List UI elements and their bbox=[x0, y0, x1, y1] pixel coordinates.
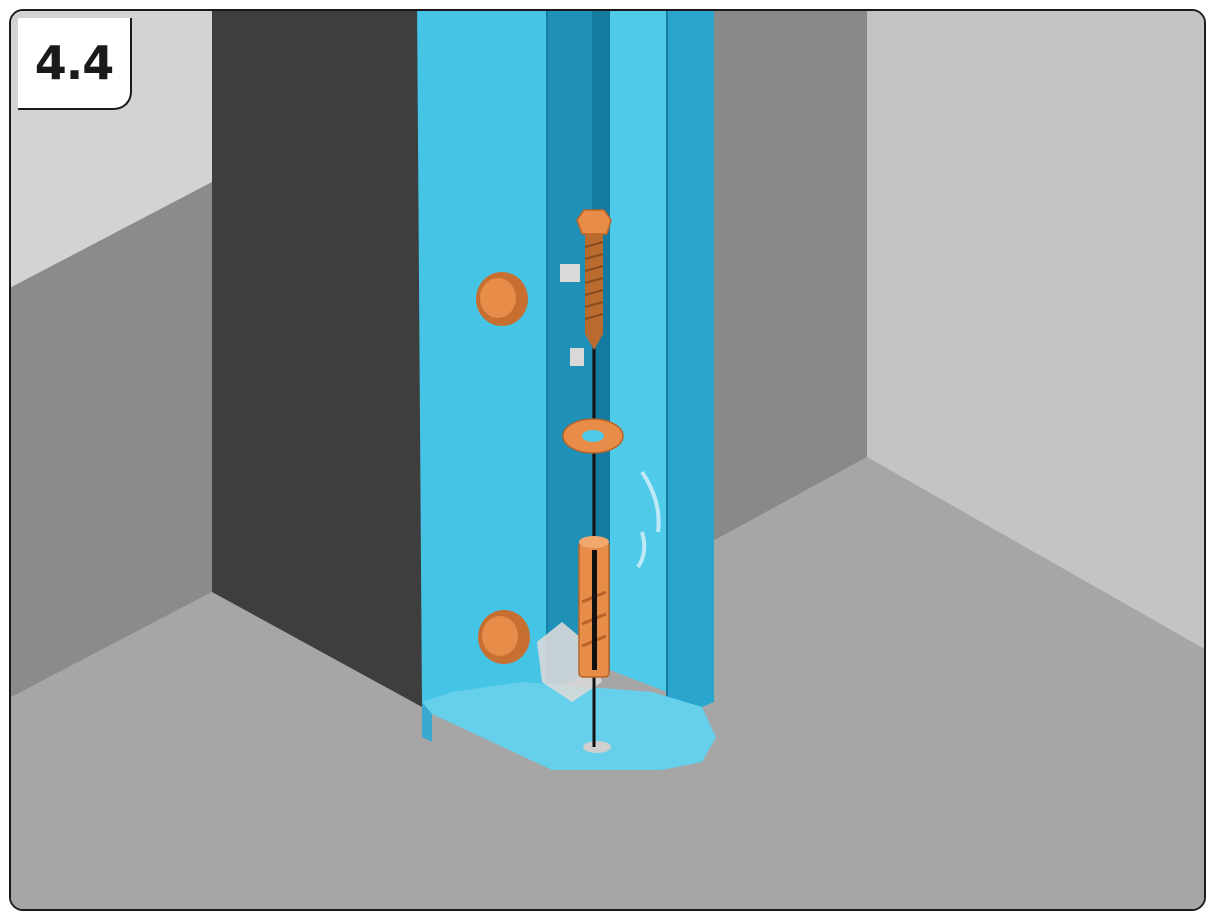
step-number: 4.4 bbox=[35, 36, 114, 90]
wall-plug-icon bbox=[579, 536, 609, 677]
step-number-badge: 4.4 bbox=[18, 18, 132, 110]
blue-steel-post-icon bbox=[417, 9, 714, 722]
washer-icon bbox=[563, 419, 623, 453]
assembly-illustration bbox=[9, 9, 1206, 911]
recess-wall bbox=[702, 9, 867, 547]
illustration-frame: 4.4 bbox=[9, 9, 1206, 911]
dark-column bbox=[212, 9, 422, 707]
